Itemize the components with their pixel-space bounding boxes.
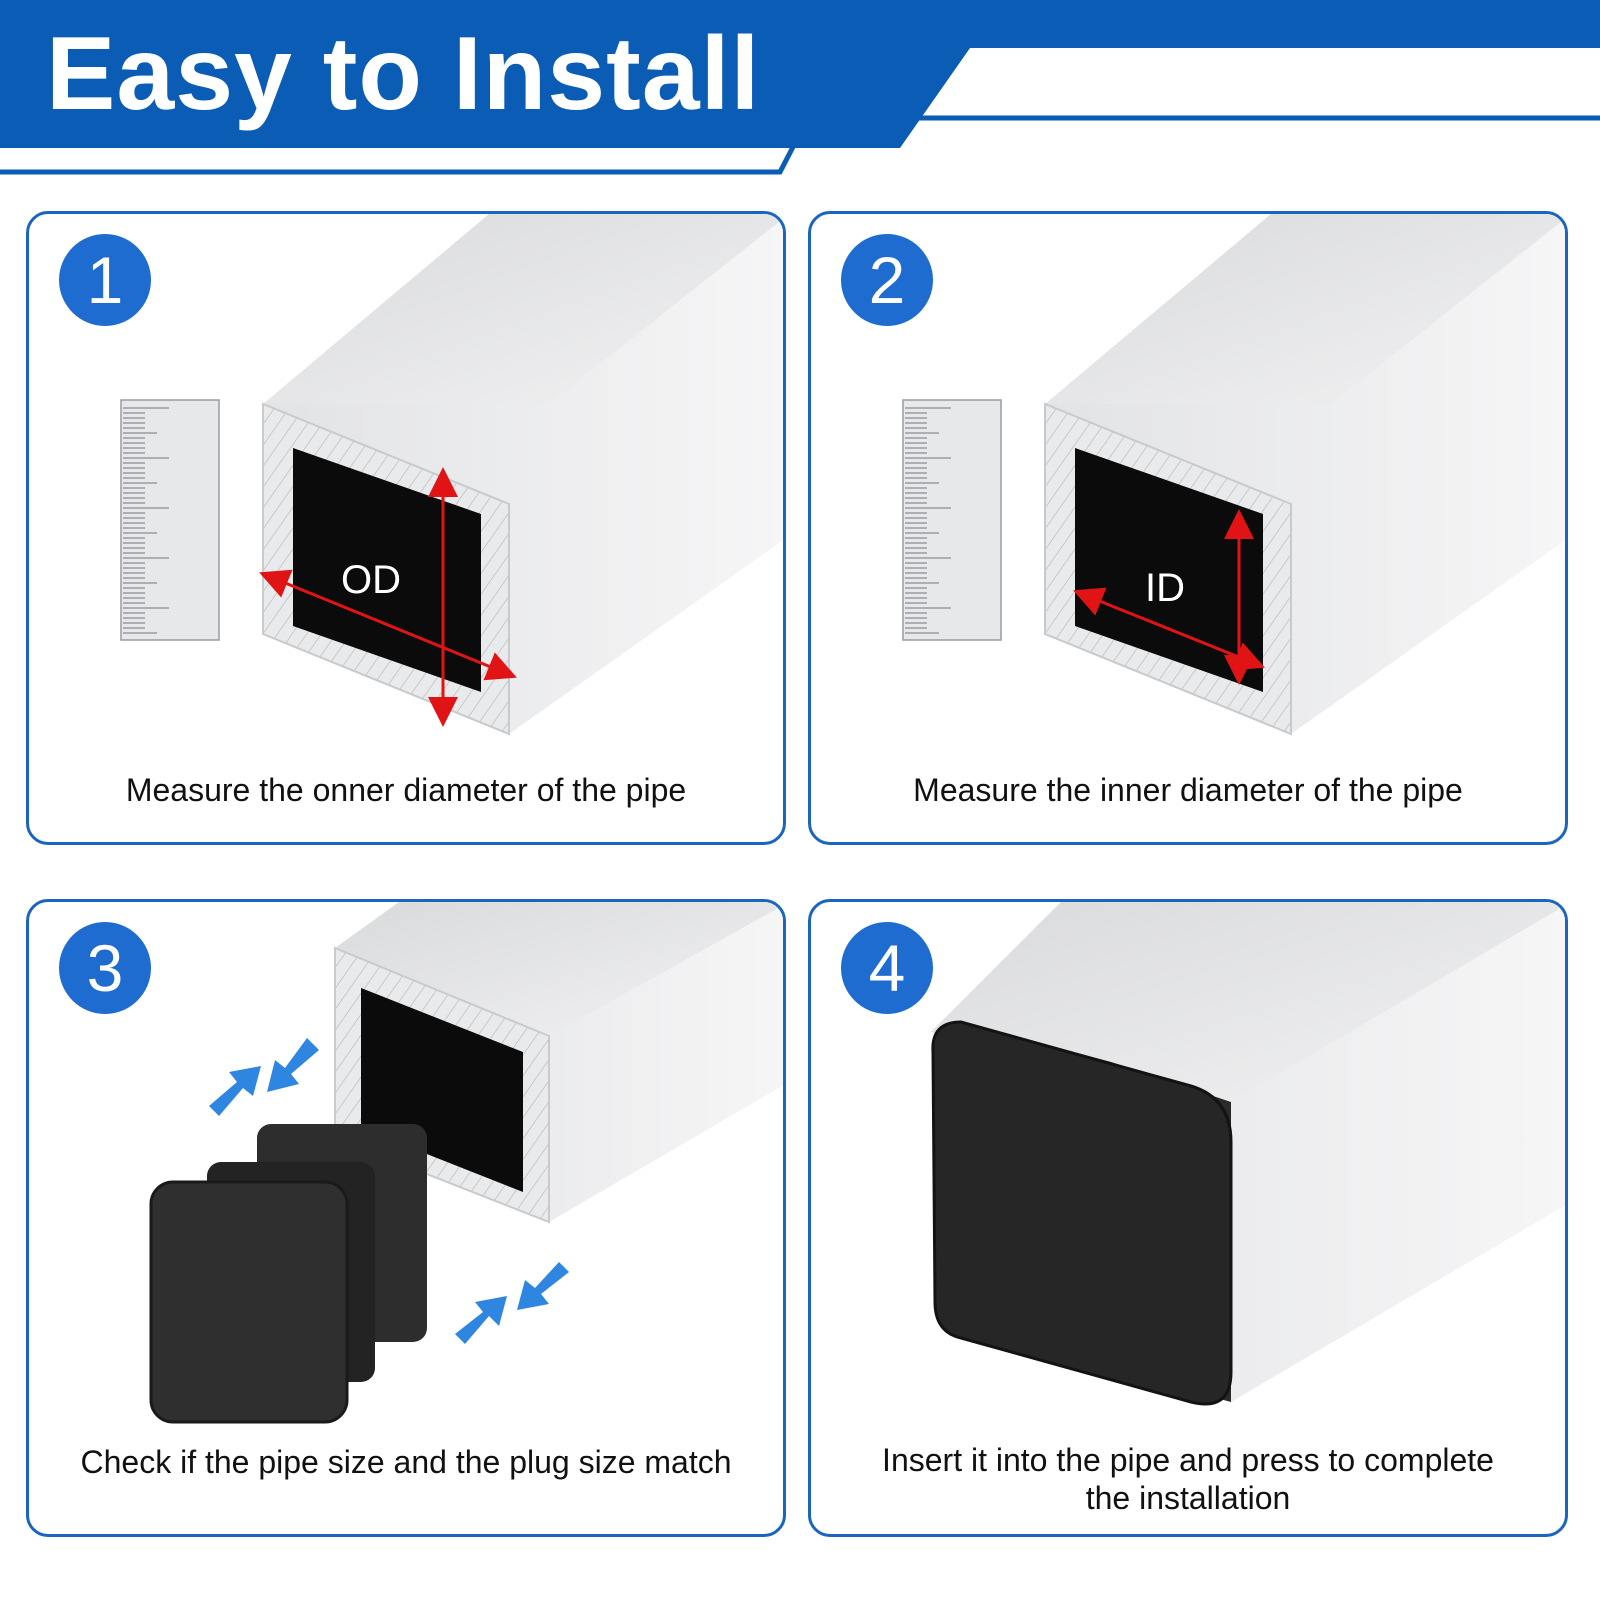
page-title: Easy to Install (46, 16, 761, 132)
compress-arrows (209, 1038, 569, 1344)
step-1-panel: OD 1 Measure the onner diameter of the p… (26, 211, 786, 845)
id-label: ID (1145, 566, 1185, 610)
step-4-badge: 4 (841, 922, 933, 1014)
step-1-caption: Measure the onner diameter of the pipe (125, 772, 687, 808)
od-label: OD (341, 558, 401, 602)
step-4-panel: 4 Insert it into the pipe and press to c… (808, 899, 1568, 1537)
step-3-badge: 3 (59, 922, 151, 1014)
installed-plug-illustration (931, 902, 1565, 1406)
pipe-od-illustration (120, 214, 783, 736)
step-3-caption: Check if the pipe size and the plug size… (80, 1444, 732, 1480)
ruler-1 (120, 399, 220, 641)
banner-shape (0, 0, 1600, 175)
step-4-caption-line1: Insert it into the pipe and press to com… (882, 1442, 1494, 1478)
step-2-caption: Measure the inner diameter of the pipe (913, 772, 1463, 808)
step-2-badge: 2 (841, 234, 933, 326)
step-4-caption-line2: the installation (1085, 1480, 1291, 1516)
step-3-panel: 3 Check if the pipe size and the plug si… (26, 899, 786, 1537)
pipe-and-plug-illustration (149, 902, 783, 1424)
step-1-badge: 1 (59, 234, 151, 326)
black-plug-cap (931, 1020, 1233, 1406)
header-banner: Easy to Install (0, 0, 1600, 180)
plug-part (149, 1124, 427, 1424)
pipe-id-illustration (902, 214, 1565, 736)
step-2-panel: ID 2 Measure the inner diameter of the p… (808, 211, 1568, 845)
ruler-2 (902, 399, 1002, 641)
